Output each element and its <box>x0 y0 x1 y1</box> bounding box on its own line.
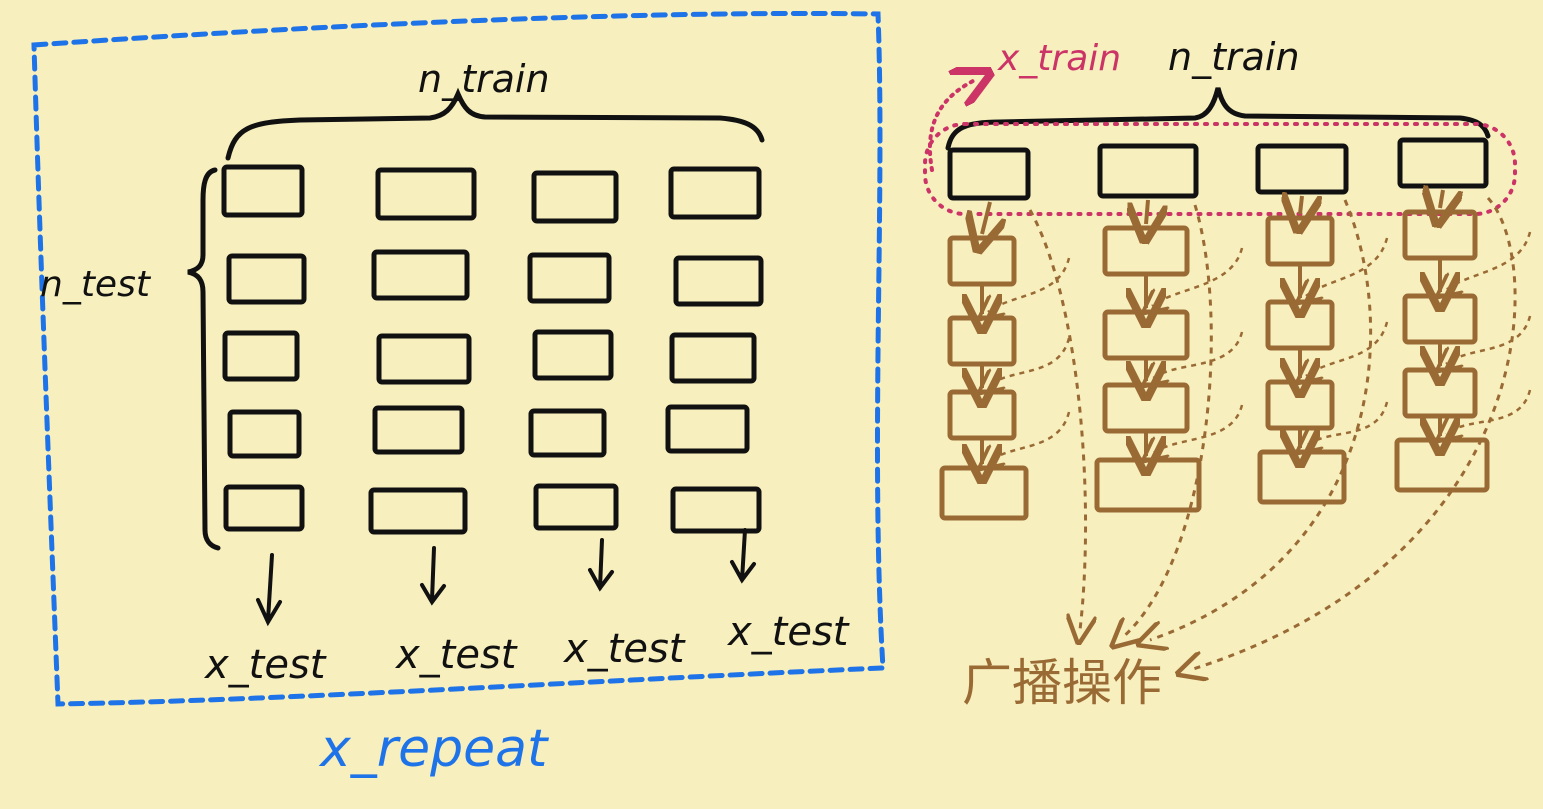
broadcast-box-c4-r1 <box>1402 209 1478 261</box>
broadcast-side-curve-c4-1 <box>1446 231 1532 290</box>
broadcast-side-curve-c1-2 <box>988 337 1071 386</box>
broadcast-box-c1-r2 <box>947 315 1017 367</box>
grid-box-c2-r2 <box>371 249 470 301</box>
broadcast-box-c2-r2 <box>1102 309 1190 361</box>
grid-box-c1-r4 <box>227 409 302 459</box>
x-train-box-1 <box>947 147 1031 201</box>
x-repeat-label: x_repeat <box>318 719 549 779</box>
x-test-label-1: x_test <box>203 642 327 688</box>
broadcast-arrow-c3-0 <box>1300 196 1302 214</box>
x-test-label-4: x_test <box>726 609 850 655</box>
broadcast-side-curve-c2-3 <box>1152 404 1244 454</box>
broadcast-box-c3-r3 <box>1265 379 1335 431</box>
x-train-dotted-enclosure <box>923 122 1517 216</box>
broadcast-box-c3-r4 <box>1257 449 1347 505</box>
broadcast-box-c2-r3 <box>1102 382 1190 434</box>
grid-box-c4-r4 <box>665 404 750 454</box>
x-train-box-2 <box>1097 143 1199 199</box>
grid-box-c3-r2 <box>527 252 612 304</box>
broadcast-side-curve-c3-3 <box>1306 401 1389 446</box>
broadcast-side-curve-c2-1 <box>1152 247 1244 306</box>
broadcast-box-c1-r3 <box>947 389 1017 441</box>
broadcast-side-curve-c2-2 <box>1152 331 1244 379</box>
broadcast-side-curve-c3-1 <box>1306 237 1389 296</box>
broadcast-curve-4 <box>1190 196 1517 670</box>
broadcast-side-curve-c1-1 <box>988 257 1071 312</box>
grid-box-c3-r5 <box>533 483 619 531</box>
broadcast-curve-1 <box>1028 209 1086 630</box>
n-train-label: n_train <box>418 57 550 101</box>
grid-box-c4-r5 <box>670 486 762 534</box>
x-train-box-3 <box>1255 143 1349 195</box>
x-test-label-3: x_test <box>562 626 686 672</box>
x-repeat-dashed-border <box>31 10 886 707</box>
n-test-label: n_test <box>40 264 152 305</box>
broadcast-box-c1-r1 <box>947 235 1017 287</box>
grid-box-c2-r1 <box>375 167 477 221</box>
n-train-brace <box>225 87 765 161</box>
broadcast-box-c4-r4 <box>1394 437 1490 493</box>
broadcast-side-curve-c1-3 <box>988 411 1071 462</box>
down-arrow-1 <box>256 553 282 627</box>
x-train-label: x_train <box>997 38 1121 79</box>
grid-box-c3-r3 <box>532 329 614 381</box>
right-n-train-label: n_train <box>1168 35 1300 79</box>
broadcast-label: 广播操作 <box>962 654 1162 712</box>
broadcast-curve-2 <box>1122 204 1213 638</box>
broadcast-panel: n_train x_train 广播操作 <box>923 35 1532 712</box>
broadcast-arrow-c2-0 <box>1146 199 1148 224</box>
broadcast-columns <box>939 190 1532 521</box>
grid-box-c4-r1 <box>668 166 762 220</box>
broadcast-box-c2-r4 <box>1094 457 1202 513</box>
x-train-pointer-arrow <box>927 80 975 172</box>
grid-box-c1-r3 <box>222 330 300 382</box>
broadcast-box-c4-r2 <box>1402 293 1478 345</box>
grid-box-c3-r4 <box>528 408 607 458</box>
down-arrow-4 <box>730 528 756 584</box>
broadcast-side-curve-c3-2 <box>1306 321 1389 376</box>
grid-box-c1-r1 <box>221 164 305 218</box>
broadcast-arrow-c4-0 <box>1440 190 1443 208</box>
broadcast-side-curve-c4-3 <box>1446 389 1532 434</box>
x-train-box-4 <box>1397 137 1489 189</box>
left-box-grid <box>221 164 764 535</box>
broadcast-box-c1-r4 <box>939 465 1029 521</box>
broadcast-box-c2-r1 <box>1102 225 1190 277</box>
broadcast-arrow-c1-0 <box>982 201 990 234</box>
broadcast-side-curve-c4-2 <box>1446 315 1532 364</box>
grid-box-c1-r2 <box>226 253 307 305</box>
grid-box-c4-r2 <box>673 255 764 307</box>
broadcast-dashed-curves <box>1028 196 1517 670</box>
n-test-brace <box>187 167 221 551</box>
grid-box-c2-r4 <box>372 405 465 455</box>
broadcast-box-c3-r2 <box>1265 299 1335 351</box>
grid-box-c2-r3 <box>376 333 472 385</box>
grid-box-c3-r1 <box>531 170 619 224</box>
down-arrow-2 <box>420 546 446 606</box>
grid-box-c4-r3 <box>669 332 757 384</box>
grid-box-c2-r5 <box>368 487 468 535</box>
grid-box-c1-r5 <box>223 484 305 532</box>
broadcast-box-c4-r3 <box>1402 367 1478 419</box>
x-repeat-panel: n_train n_test x_test x_test x_test x_te… <box>31 10 886 779</box>
down-arrow-3 <box>588 538 614 592</box>
broadcast-box-c3-r1 <box>1265 215 1335 267</box>
x-test-label-2: x_test <box>394 632 518 678</box>
broadcast-curve-3 <box>1150 199 1373 640</box>
